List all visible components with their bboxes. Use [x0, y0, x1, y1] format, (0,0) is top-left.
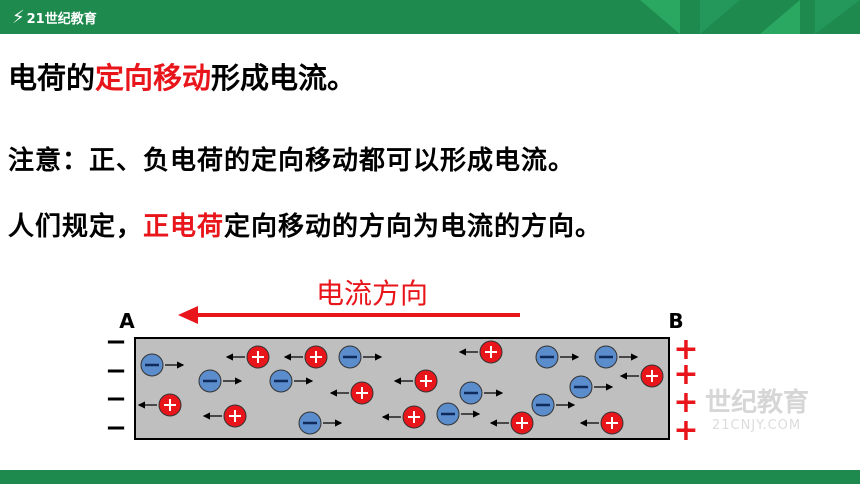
positive-terminal-sign: +	[673, 385, 698, 420]
text-line-1-highlight: 定向移动	[95, 61, 212, 95]
negative-terminal-sign: −	[105, 413, 127, 443]
text-line-3-post: 定向移动的方向为电流的方向。	[224, 212, 603, 242]
header-decor	[640, 0, 680, 34]
header-decor	[700, 0, 740, 34]
watermark: 世纪教育	[705, 388, 810, 418]
positive-charge	[329, 381, 374, 405]
positive-terminal-sign: +	[673, 357, 698, 392]
negative-charge	[198, 369, 243, 393]
positive-charge	[579, 411, 624, 435]
end-label-b: B	[668, 309, 683, 333]
current-direction-arrowhead	[178, 306, 198, 324]
logo-text: 21世纪教育	[26, 11, 97, 27]
negative-charge	[436, 402, 481, 426]
negative-charge	[459, 381, 504, 405]
text-line-1: 电荷的定向移动形成电流。	[8, 55, 356, 97]
logo: ⚡ 21世纪教育	[12, 4, 97, 30]
logo-runner-icon: ⚡	[12, 6, 25, 28]
positive-terminal-sign: +	[673, 413, 698, 448]
header-bar: ⚡ 21世纪教育	[0, 0, 860, 34]
positive-charge	[381, 405, 426, 429]
negative-charge	[269, 369, 314, 393]
positive-charge	[489, 411, 534, 435]
negative-terminal-sign: −	[105, 356, 127, 386]
text-line-1-post: 形成电流。	[211, 61, 357, 95]
header-decor	[760, 0, 800, 34]
negative-charge	[140, 353, 185, 377]
negative-charge	[338, 345, 383, 369]
negative-charge	[535, 345, 580, 369]
negative-charge	[569, 375, 614, 399]
negative-charge	[298, 411, 343, 435]
text-line-3-pre: 人们规定，	[8, 212, 144, 242]
negative-charge	[594, 345, 639, 369]
watermark-sub: 21CNJY.COM	[712, 418, 802, 433]
current-direction-label: 电流方向	[316, 277, 428, 310]
negative-terminal-sign: −	[105, 384, 127, 414]
positive-charge	[137, 393, 182, 417]
positive-charge	[202, 404, 247, 428]
positive-charge	[393, 369, 438, 393]
terminal-signs: −−−−++++	[105, 327, 698, 448]
positive-charge	[283, 345, 328, 369]
footer-bar	[0, 470, 860, 484]
positive-charge	[458, 340, 503, 364]
positive-terminal-sign: +	[673, 332, 698, 367]
text-line-3-highlight: 正电荷	[143, 212, 225, 242]
negative-terminal-sign: −	[105, 327, 127, 357]
header-decor	[815, 0, 860, 34]
negative-charge	[531, 393, 576, 417]
end-label-a: A	[119, 309, 135, 333]
text-line-1-pre: 电荷的	[8, 61, 96, 95]
text-line-2: 注意：正、负电荷的定向移动都可以形成电流。	[8, 146, 576, 176]
text-line-3: 人们规定，正电荷定向移动的方向为电流的方向。	[8, 206, 602, 243]
positive-charge	[225, 345, 270, 369]
positive-charge	[619, 364, 664, 388]
charges-group	[137, 340, 664, 435]
